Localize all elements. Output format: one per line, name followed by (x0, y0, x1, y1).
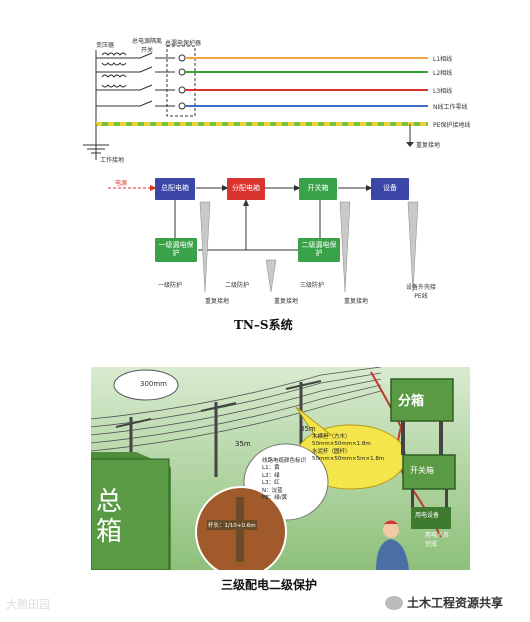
flow-box-main: 总配电箱 (155, 178, 195, 200)
flow-box-distribution: 分配电箱 (227, 178, 265, 200)
sub-box-label: 分箱 (398, 394, 425, 409)
leakage-protector-box (166, 45, 196, 117)
ground-rods (199, 201, 419, 293)
tns-schematic (83, 45, 428, 160)
power-in-label: 电源 (115, 180, 128, 187)
n-label: N线工作零线 (433, 104, 468, 111)
watermark-left: 大鹏田园 (6, 596, 50, 612)
flow-box-device: 设备 (371, 178, 409, 200)
site-illustration (91, 367, 470, 570)
work-ground-label: 工作接地 (100, 157, 125, 164)
switch-icon (139, 52, 175, 107)
dist-35a-label: 35m (235, 440, 251, 448)
watermark-left-text: 大鹏田园 (6, 598, 50, 611)
watermark-right-text: 土木工程资源共享 (407, 596, 504, 610)
transformer-icon (101, 52, 127, 88)
ground-label-2: 重复接地 (274, 298, 299, 305)
ground-info: 杆长：1/10+0.6m (207, 520, 257, 530)
site-caption: 三级配电二级保护 (221, 578, 318, 592)
dist-300-label: 300mm (140, 380, 167, 388)
protect-box-2: 二级漏电保护 (298, 238, 340, 262)
ground-label-3: 重复接地 (344, 298, 369, 305)
ground-label-1: 重复接地 (205, 298, 230, 305)
l1-label: L1相线 (433, 56, 453, 63)
main-box-label: 总箱 (96, 487, 123, 547)
leakage-label: 总漏电保护器 (165, 40, 202, 47)
repeat-ground-label: 重复接地 (416, 142, 441, 149)
flow-box-switch: 开关箱 (299, 178, 337, 200)
level-label-3: 三级防护 (300, 282, 325, 289)
device-label: 用电设备 (415, 512, 440, 519)
switch-box-label: 开关箱 (410, 466, 434, 475)
protect-box-1: 一级漏电保护 (155, 238, 197, 262)
dist-35b-label: 35m (300, 425, 316, 433)
watermark-right: 土木工程资源共享 (385, 594, 503, 611)
device-ground-label: 设备外壳接PE线 (405, 284, 436, 300)
switch-label: 总电源隔离开关 (132, 38, 163, 54)
wire-info: 线路电缆颜色标识 L1：黄 L2：绿 L3：红 N：淡蓝 PE：绿/黄 (262, 458, 307, 502)
level-label-2: 二级防护 (225, 282, 250, 289)
flow-diagram (108, 185, 419, 293)
pole-info: 木横担（方木） 50mm×50mm×1.8m 水泥杆（圆杆） 50mm×50mm… (312, 434, 385, 463)
transformer-label: 变压器 (96, 42, 115, 49)
tns-caption: TN–S系统 (234, 318, 293, 332)
pe-label: PE保护接地线 (433, 122, 471, 129)
level-label-1: 一级防护 (158, 282, 183, 289)
person-note: 用电人员 完成 (425, 532, 450, 548)
wechat-icon (385, 595, 403, 610)
l2-label: L2相线 (433, 70, 453, 77)
l3-label: L3相线 (433, 88, 453, 95)
